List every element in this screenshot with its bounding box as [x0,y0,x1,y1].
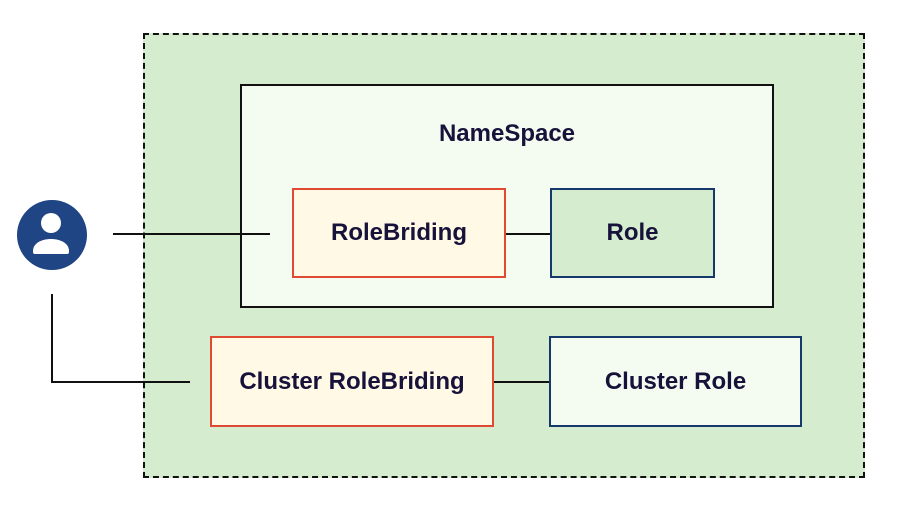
role-label: Role [606,219,659,246]
cluster-role-label: Cluster Role [604,367,747,395]
role-node[interactable]: Role [550,188,715,278]
cluster-role-node[interactable]: Cluster Role [549,336,802,427]
edge-user-down [51,294,53,383]
edge-user-to-clusterrolebinding [51,381,190,383]
role-binding-node[interactable]: RoleBriding [292,188,506,278]
cluster-role-binding-label: Cluster RoleBriding [239,367,465,395]
role-binding-label: RoleBriding [331,219,467,246]
user-icon[interactable] [16,199,88,271]
edge-clusterrolebinding-to-clusterrole [493,381,550,383]
edge-rolebinding-to-role [505,233,551,235]
cluster-role-binding-node[interactable]: Cluster RoleBriding [210,336,494,427]
namespace-title: NameSpace [438,120,576,147]
edge-user-to-rolebinding [113,233,270,235]
